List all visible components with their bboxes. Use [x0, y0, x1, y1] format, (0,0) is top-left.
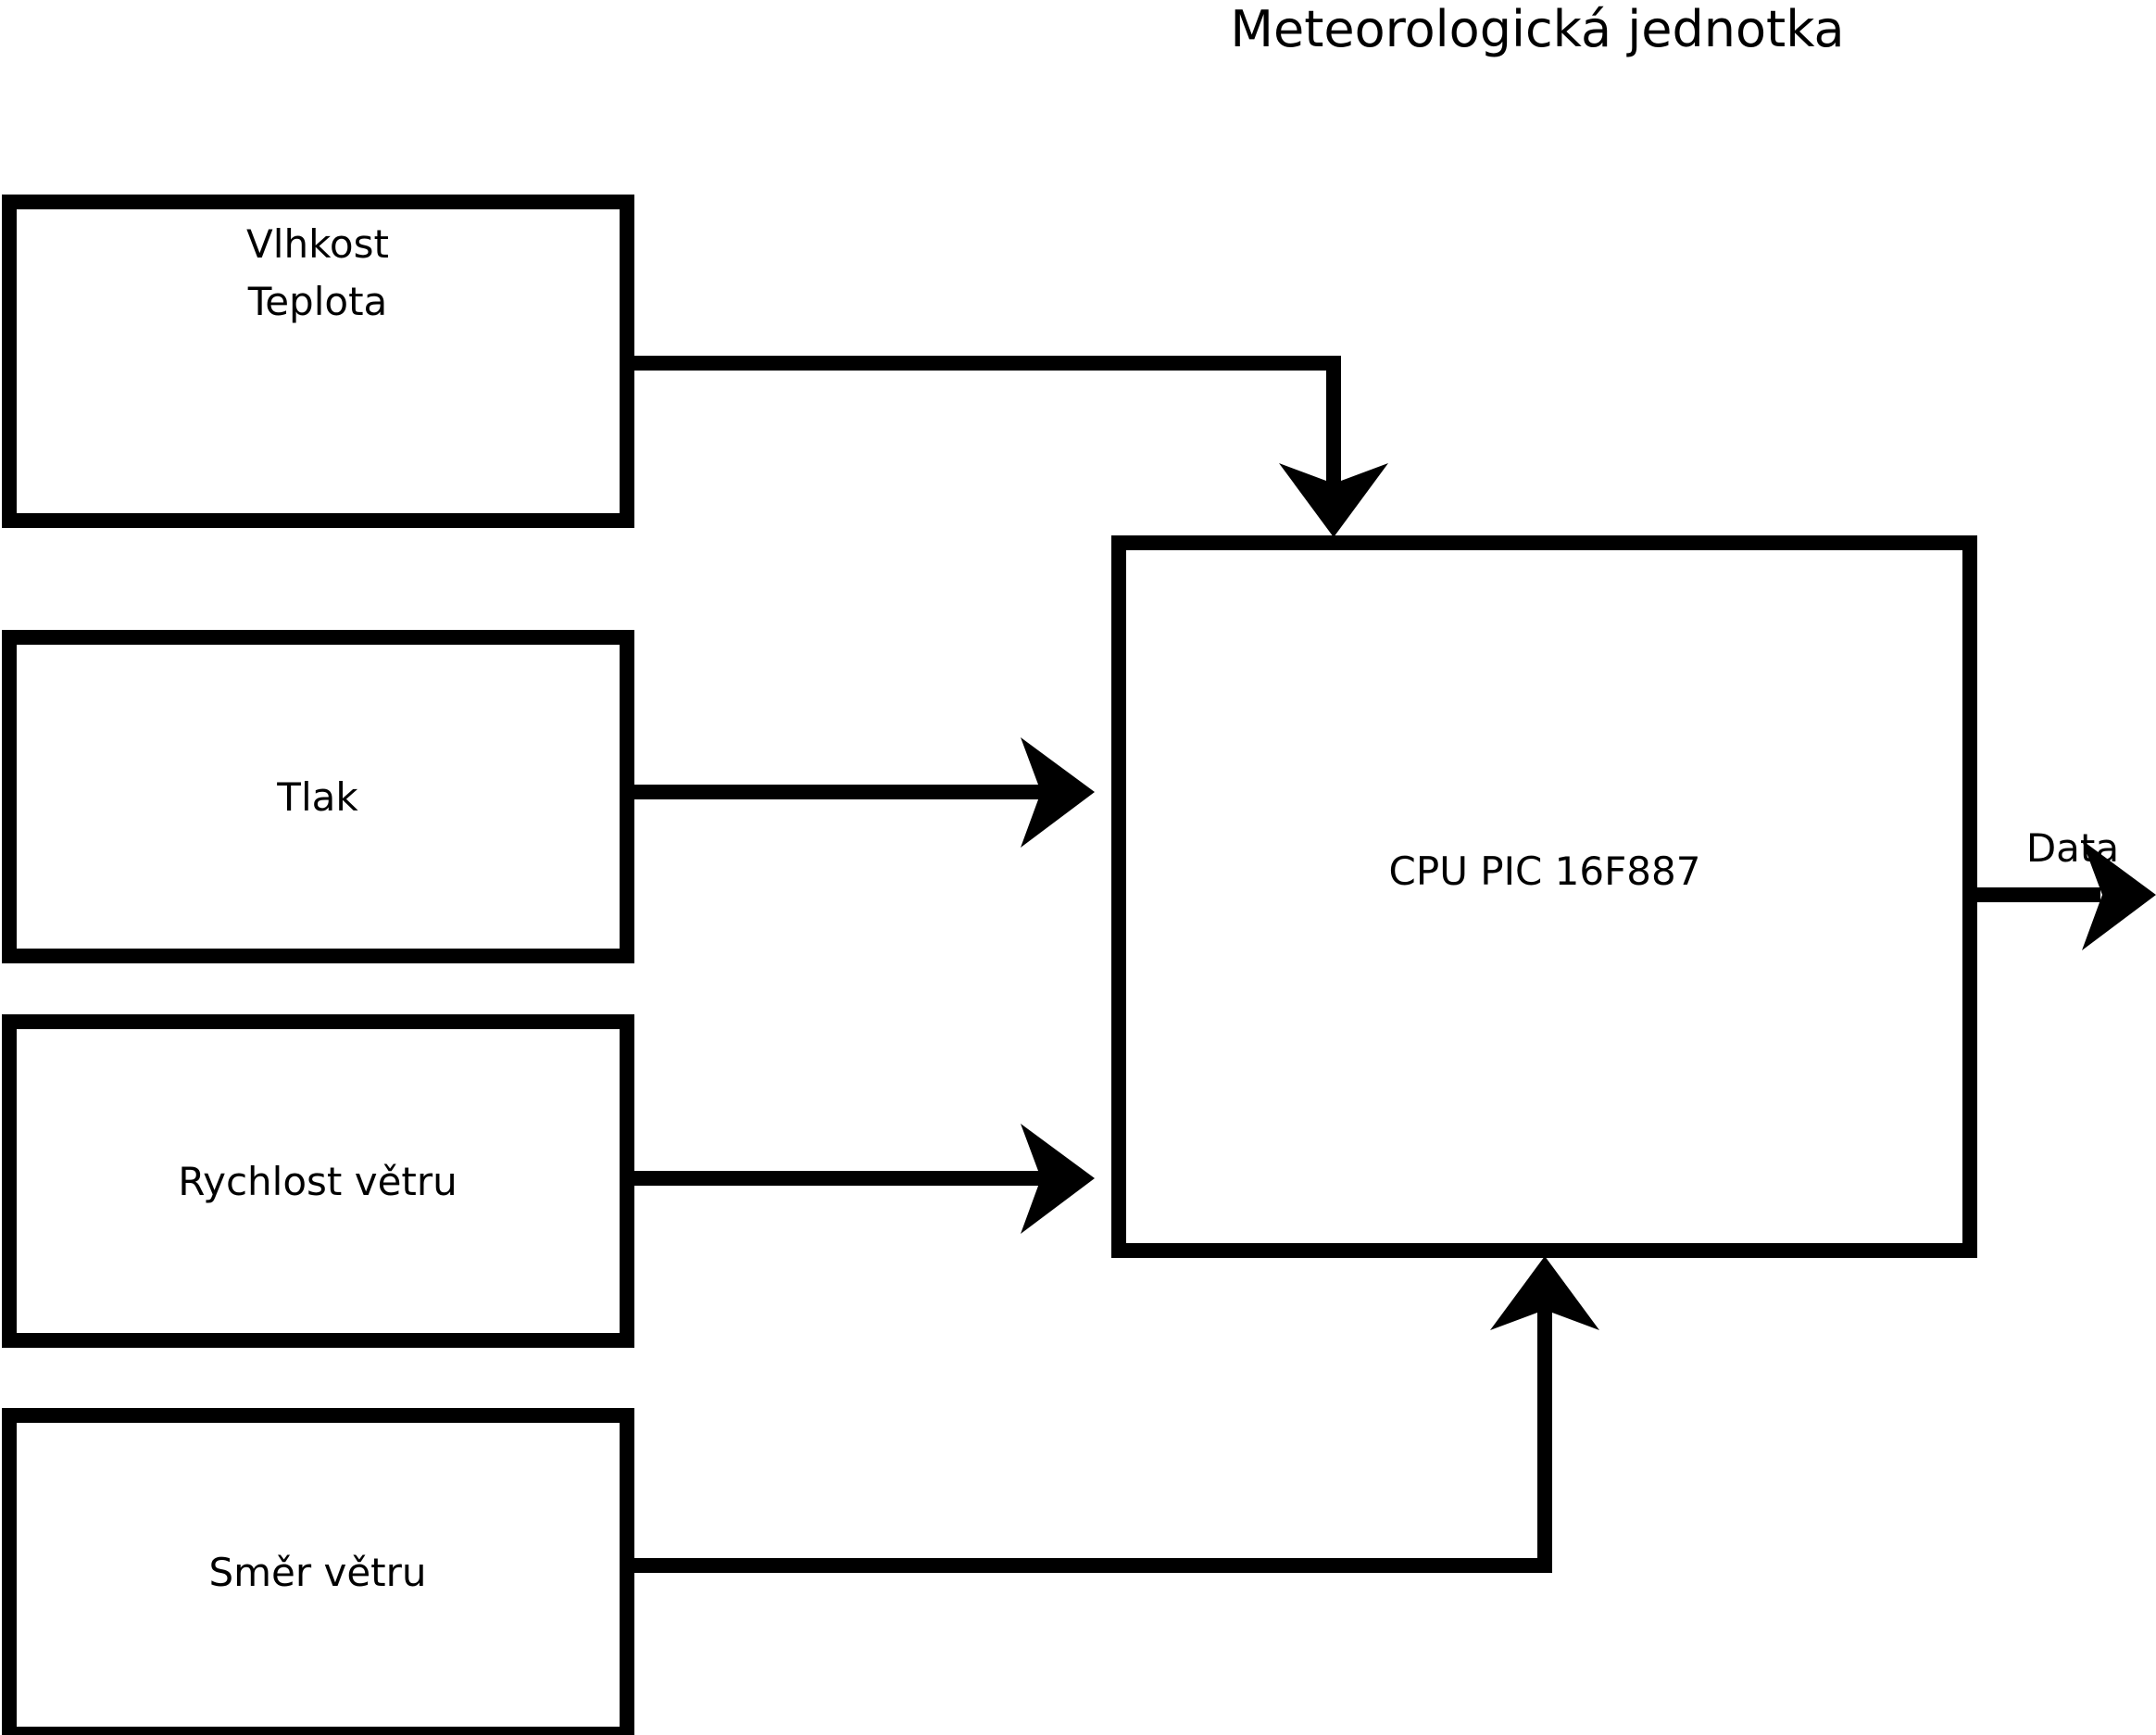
node-humidity-temperature-rect[interactable] — [2, 195, 634, 528]
node-wind-direction-rect[interactable] — [2, 1408, 634, 1735]
node-wind-speed-rect[interactable] — [2, 1014, 634, 1348]
diagram-title: Meteorologická jednotka — [1230, 0, 1844, 58]
edge-wind-direction-to-cpu — [622, 1256, 1599, 1573]
node-wind-speed-label: Rychlost větru — [178, 1159, 458, 1204]
edge-cpu-to-data-output: Data — [1965, 825, 2156, 950]
node-pressure-rect[interactable] — [2, 630, 634, 963]
edge-wind-speed-to-cpu-arrowhead — [1021, 1124, 1095, 1234]
node-humidity-temperature-label-line1: Vlhkost — [246, 221, 389, 267]
edge-humidity-temperature-to-cpu — [622, 356, 1388, 537]
edge-wind-speed-to-cpu — [622, 1124, 1095, 1234]
edge-wind-direction-to-cpu-arrowhead — [1490, 1256, 1599, 1330]
edge-humidity-temperature-to-cpu-line — [622, 356, 1341, 489]
node-cpu-rect[interactable] — [1111, 535, 1977, 1258]
edge-pressure-to-cpu — [622, 737, 1095, 848]
node-pressure[interactable]: Tlak — [2, 630, 634, 963]
edge-humidity-temperature-to-cpu-arrowhead — [1279, 463, 1388, 537]
node-cpu-label: CPU PIC 16F887 — [1389, 849, 1701, 894]
edge-cpu-to-data-output-arrowhead — [2082, 840, 2156, 950]
node-humidity-temperature[interactable]: Vlhkost Teplota — [2, 195, 634, 528]
node-humidity-temperature-label-line2: Teplota — [247, 279, 388, 324]
node-pressure-label: Tlak — [276, 774, 358, 820]
edge-pressure-to-cpu-arrowhead — [1021, 737, 1095, 848]
node-cpu[interactable]: CPU PIC 16F887 — [1111, 535, 1977, 1258]
node-wind-direction[interactable]: Směr větru — [2, 1408, 634, 1735]
edge-cpu-to-data-output-label: Data — [2026, 825, 2119, 871]
node-wind-direction-label: Směr větru — [208, 1550, 426, 1595]
node-wind-speed[interactable]: Rychlost větru — [2, 1014, 634, 1348]
edge-wind-direction-to-cpu-line — [622, 1306, 1552, 1573]
